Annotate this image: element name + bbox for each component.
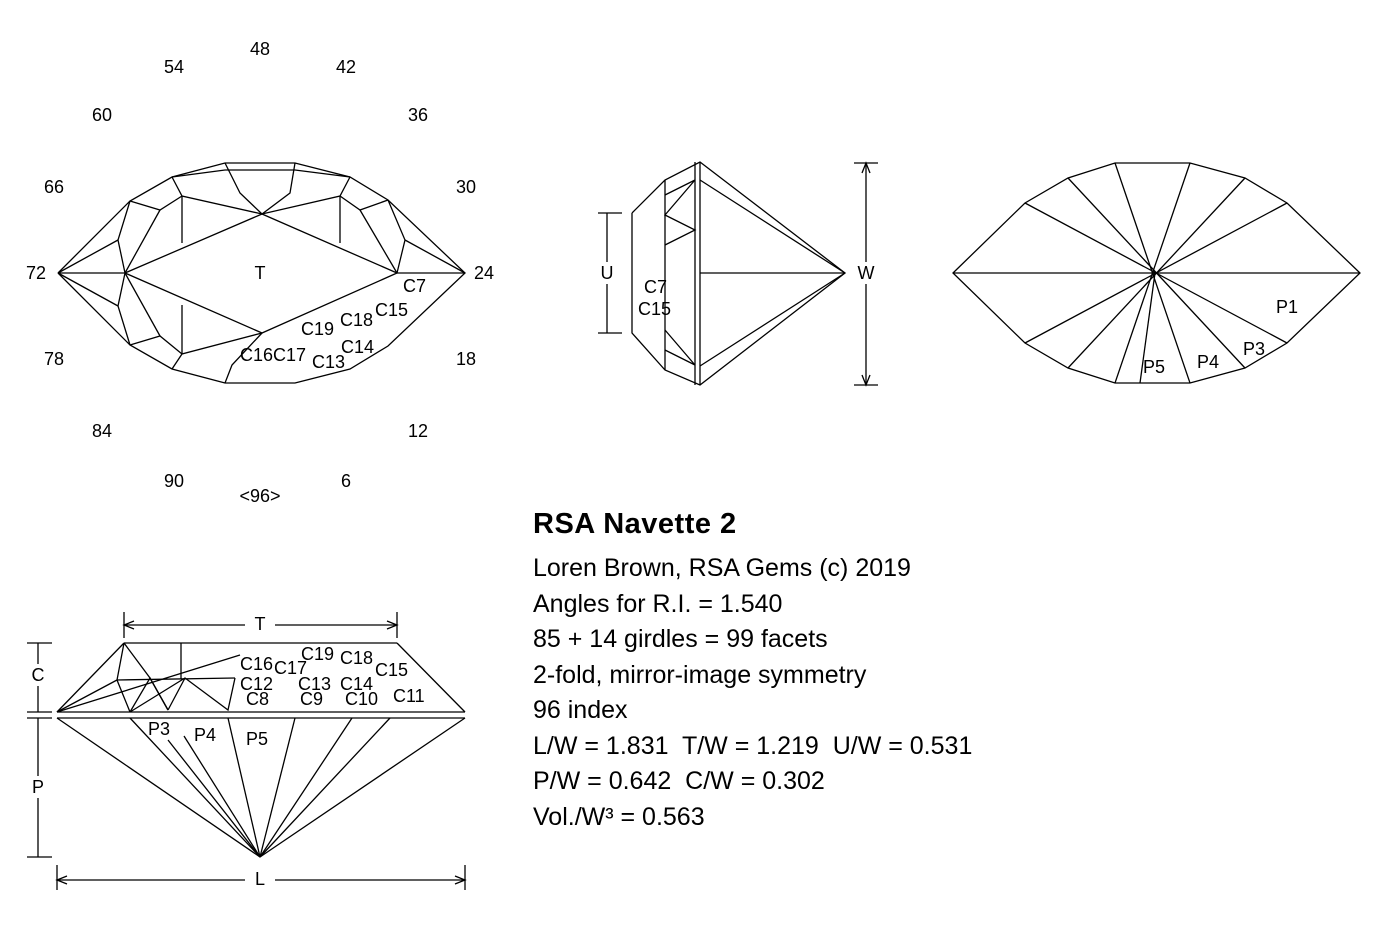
crown-label: C19 (301, 319, 334, 339)
index-label: 6 (341, 471, 351, 491)
dimension-t-label: T (255, 614, 266, 634)
pavilion-label: P5 (1143, 357, 1165, 377)
index-label: 54 (164, 57, 184, 77)
pavilion-label: P4 (1197, 352, 1219, 372)
info-ri: Angles for R.I. = 1.540 (533, 589, 783, 618)
index-label: 36 (408, 105, 428, 125)
crown-label: C12 (240, 674, 273, 694)
index-label: 24 (474, 263, 494, 283)
crown-label: C17 (274, 658, 307, 678)
dimension-c-label: C (32, 665, 45, 685)
index-label: 66 (44, 177, 64, 197)
index-label: 84 (92, 421, 112, 441)
crown-label: C7 (644, 277, 667, 297)
crown-label: C14 (340, 674, 373, 694)
crown-label: C17 (273, 345, 306, 365)
info-symmetry: 2-fold, mirror-image symmetry (533, 660, 867, 689)
length-side-view (27, 612, 467, 891)
pavilion-label: P3 (1243, 339, 1265, 359)
pavilion-label: P3 (148, 719, 170, 739)
crown-label: C19 (301, 644, 334, 664)
crown-label: C7 (403, 276, 426, 296)
index-label: <96> (239, 486, 280, 506)
index-label: 60 (92, 105, 112, 125)
dimension-u-label: U (601, 263, 614, 283)
dimension-w-label: W (858, 263, 875, 283)
pavilion-label: P4 (194, 725, 216, 745)
crown-label: C11 (393, 686, 425, 706)
end-side-view (598, 161, 878, 387)
info-volume: Vol./W³ = 0.563 (533, 802, 705, 831)
index-label: 12 (408, 421, 428, 441)
info-author: Loren Brown, RSA Gems (c) 2019 (533, 554, 911, 582)
crown-top-view (57, 162, 466, 384)
crown-label: C16 (240, 345, 273, 365)
dimension-l-label: L (255, 869, 265, 889)
crown-label: C10 (345, 689, 378, 709)
crown-label: C16 (240, 654, 273, 674)
crown-label: C18 (340, 648, 373, 668)
index-label: 72 (26, 263, 46, 283)
crown-label: C15 (375, 660, 408, 680)
dimension-p-label: P (32, 777, 44, 797)
index-label: 42 (336, 57, 356, 77)
index-label: 78 (44, 349, 64, 369)
design-info: RSA Navette 2 Loren Brown, RSA Gems (c) … (533, 508, 972, 835)
crown-label: C18 (340, 310, 373, 330)
crown-label: C15 (375, 300, 408, 320)
info-ratios-1: L/W = 1.831 T/W = 1.219 U/W = 0.531 (533, 731, 973, 760)
crown-label: C13 (312, 352, 345, 372)
crown-label: C8 (246, 689, 269, 709)
pavilion-label: P1 (1276, 297, 1298, 317)
design-title: RSA Navette 2 (533, 508, 737, 540)
crown-label: C15 (638, 299, 671, 319)
crown-label: C13 (298, 674, 331, 694)
crown-label: C14 (341, 337, 374, 357)
info-ratios-2: P/W = 0.642 C/W = 0.302 (533, 767, 825, 795)
crown-label: C9 (300, 689, 323, 709)
pavilion-label: P5 (246, 729, 268, 749)
index-label: 48 (250, 39, 270, 59)
index-label: 90 (164, 471, 184, 491)
info-index: 96 index (533, 696, 628, 724)
pavilion-bottom-view (952, 162, 1361, 384)
index-label: 30 (456, 177, 476, 197)
info-facets: 85 + 14 girdles = 99 facets (533, 625, 828, 653)
crown-label: T (255, 263, 266, 283)
index-label: 18 (456, 349, 476, 369)
